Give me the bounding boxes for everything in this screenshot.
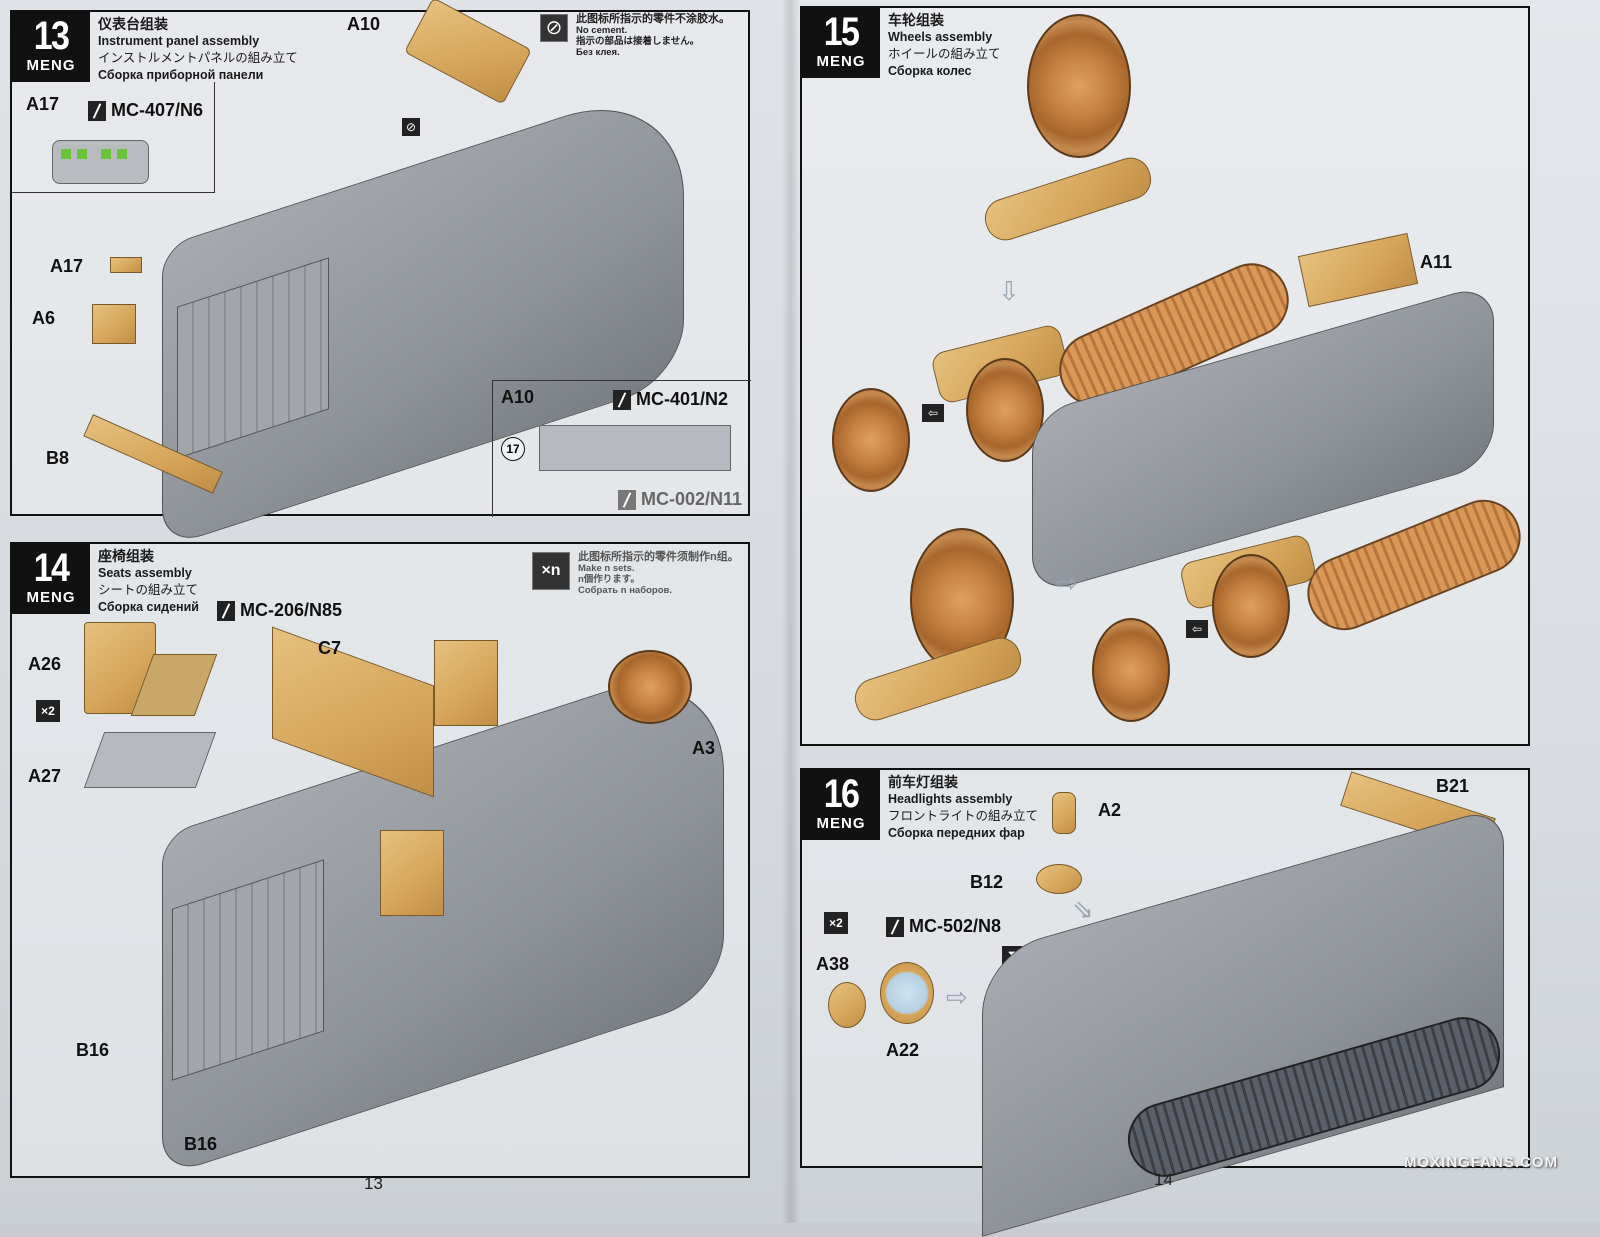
road-wheel-left-1 <box>832 388 910 492</box>
callout-a17-inset: A17 <box>26 94 60 114</box>
step-14-badge: 14 MENG <box>12 544 90 614</box>
spare-tire <box>608 650 692 724</box>
paint-mc401: MC-401/N2 <box>613 389 728 410</box>
part-a17 <box>110 257 142 273</box>
brand-logo: MENG <box>816 815 866 832</box>
step-13-badge: 13 MENG <box>12 12 90 82</box>
step-16-badge: 16 MENG <box>802 770 880 840</box>
part-a22 <box>880 962 934 1024</box>
road-wheel-right-1 <box>1092 618 1170 722</box>
callout-a6: A6 <box>32 308 56 328</box>
watermark: MOXINGFANS.COM <box>1403 1154 1558 1171</box>
page-number-left: 13 <box>364 1174 383 1193</box>
callout-b8: B8 <box>46 448 70 468</box>
step-13-titles: 仪表台组装 Instrument panel assembly インストルメント… <box>98 16 298 84</box>
part-a6 <box>92 304 136 344</box>
no-cement-notice: ⊘ 此图标所指示的零件不涂胶水。 No cement. 指示の部品は接着しません… <box>540 14 730 58</box>
track-lower <box>1296 488 1532 642</box>
step-16-panel: 16 MENG 前车灯组装 Headlights assembly フロントライ… <box>800 768 1530 1237</box>
step-number: 13 <box>33 14 70 58</box>
make-n-sets-notice: ×n 此图标所指示的零件须制作n组。 Make n sets. n個作ります。 … <box>532 552 739 596</box>
assembly-arrow: ⇨ <box>946 982 968 1012</box>
road-wheel-right-2 <box>1212 554 1290 658</box>
part-rear-seat <box>380 830 444 916</box>
paint-mc206: MC-206/N85 <box>217 600 342 621</box>
assembly-arrow: ⇩ <box>998 276 1020 306</box>
brand-logo: MENG <box>816 53 866 70</box>
callout-a10-inset: A10 <box>501 387 535 407</box>
callout-a10: A10 <box>347 14 381 34</box>
brand-logo: MENG <box>26 589 76 606</box>
part-front-seat <box>434 640 498 726</box>
front-wheel-upper <box>1027 14 1131 158</box>
part-a2 <box>1052 792 1076 834</box>
callout-b12: B12 <box>970 872 1004 892</box>
part-a11 <box>1297 232 1419 308</box>
multiplier-x2: ×2 <box>36 700 60 722</box>
callout-a38: A38 <box>816 954 850 974</box>
part-a38 <box>828 982 866 1028</box>
book-gutter <box>782 0 800 1223</box>
instrument-panel-part <box>52 140 149 184</box>
step-14-titles: 座椅组装 Seats assembly シートの組み立て Сборка сиде… <box>98 548 199 614</box>
callout-b21: B21 <box>1436 776 1470 796</box>
paint-mc502: MC-502/N8 <box>886 916 1001 937</box>
paint-mc407: MC-407/N6 <box>88 100 203 121</box>
ski-upper <box>979 152 1157 246</box>
step-number: 14 <box>33 546 70 590</box>
direction-sign-icon: ⇦ <box>922 404 944 422</box>
step-15-panel: 15 MENG 车轮组装 Wheels assembly ホイールの組み立て С… <box>800 6 1532 746</box>
make-n-sets-icon: ×n <box>532 552 570 590</box>
step-14-panel: 14 MENG 座椅组装 Seats assembly シートの組み立て Сбо… <box>10 542 750 1178</box>
road-wheel-left-2 <box>966 358 1044 462</box>
decal-number: 17 <box>501 437 525 461</box>
brush-icon <box>217 600 235 621</box>
callout-a11: A11 <box>1420 252 1453 272</box>
step-number: 15 <box>823 10 860 54</box>
callout-a3: A3 <box>692 738 716 758</box>
callout-b16-lower: B16 <box>184 1134 218 1154</box>
assembly-arrow: ⇘ <box>1072 894 1094 924</box>
part-b12 <box>1036 864 1082 894</box>
title-ja: インストルメントパネルの組み立て <box>98 51 298 65</box>
part-a10 <box>404 0 532 105</box>
brush-icon <box>618 489 636 510</box>
brush-icon <box>88 100 106 121</box>
inset-a17: A17 MC-407/N6 <box>12 82 215 193</box>
no-cement-icon: ⊘ <box>540 14 568 42</box>
callout-c7: C7 <box>318 638 342 658</box>
step-15-badge: 15 MENG <box>802 8 880 78</box>
multiplier-x2: ×2 <box>824 912 848 934</box>
callout-a2: A2 <box>1098 800 1122 820</box>
brush-icon <box>613 389 631 410</box>
part-c7-bench <box>272 626 434 798</box>
no-cement-mark-icon: ⊘ <box>402 118 420 136</box>
callout-b16-upper: B16 <box>76 1040 110 1060</box>
brush-icon <box>886 916 904 937</box>
title-en: Instrument panel assembly <box>98 34 260 48</box>
callout-a17: A17 <box>50 256 84 276</box>
title-zh: 仪表台组装 <box>98 16 168 32</box>
callout-a22: A22 <box>886 1040 920 1060</box>
step-15-titles: 车轮组装 Wheels assembly ホイールの組み立て Сборка ко… <box>888 12 1001 78</box>
inset-a10: A10 MC-401/N2 17 MC-002/N11 <box>492 380 751 517</box>
step-number: 16 <box>823 772 860 816</box>
title-ru: Сборка приборной панели <box>98 68 264 82</box>
step-13-panel: 13 MENG 仪表台组装 Instrument panel assembly … <box>10 0 751 549</box>
panel-a10-detail <box>539 425 731 471</box>
assembly-arrow: ⇨ <box>1056 568 1078 598</box>
brand-logo: MENG <box>26 57 76 74</box>
paint-mc002: MC-002/N11 <box>618 489 742 510</box>
callout-a27: A27 <box>28 766 62 786</box>
callout-a26: A26 <box>28 654 62 674</box>
part-a27-frame <box>83 732 217 788</box>
page-number-right: 14 <box>1154 1170 1173 1189</box>
direction-sign-icon: ⇦ <box>1186 620 1208 638</box>
step-16-titles: 前车灯组装 Headlights assembly フロントライトの組み立て С… <box>888 774 1039 840</box>
